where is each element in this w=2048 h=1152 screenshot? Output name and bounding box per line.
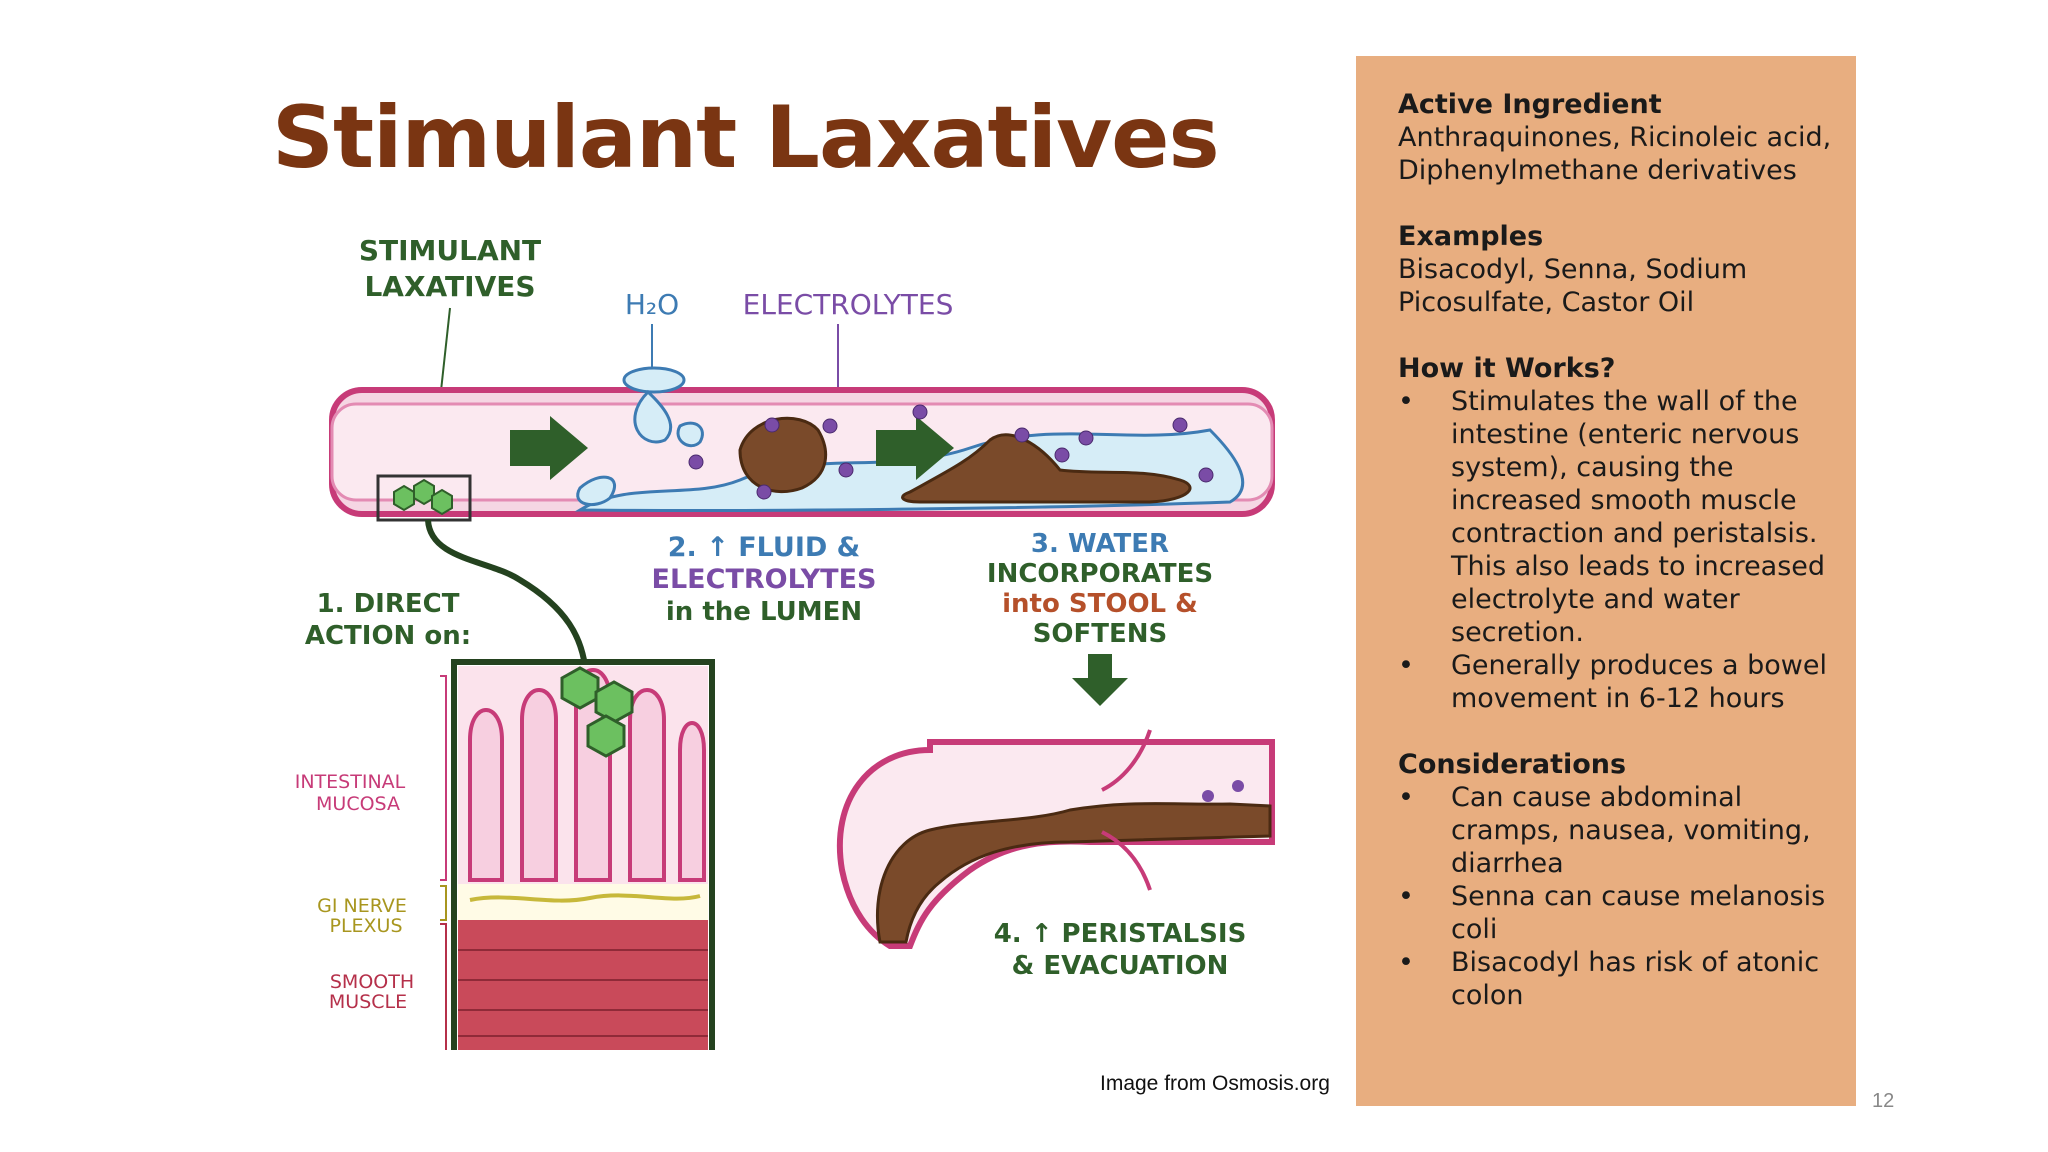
- drug-molecule-large: [560, 666, 634, 758]
- electrolyte-particle: [1232, 780, 1244, 792]
- electrolyte-particles: [688, 404, 1214, 500]
- intestine-tube: [329, 366, 1275, 522]
- step3-label-line4: SOFTENS: [1033, 619, 1168, 649]
- nerve-plexus-layer: [458, 884, 708, 920]
- electrolyte-particle: [1202, 790, 1214, 802]
- stool-evacuating: [875, 802, 1272, 944]
- zoom-box-small: [376, 474, 472, 522]
- water-droplet: [676, 421, 704, 448]
- smooth-muscle-layer: [458, 920, 708, 1050]
- step2-label-line2: ELECTROLYTES: [652, 564, 877, 595]
- examples-text: Bisacodyl, Senna, Sodium Picosulfate, Ca…: [1398, 254, 1748, 318]
- step3-label-line3: into STOOL &: [1002, 589, 1198, 619]
- label-nerve-line2: PLEXUS: [329, 915, 402, 937]
- drug-molecule-small: [393, 478, 453, 516]
- section-considerations: Considerations Can cause abdominal cramp…: [1398, 748, 1838, 1012]
- tissue-inset: [451, 659, 715, 1050]
- label-muscle-line2: MUSCLE: [329, 991, 407, 1013]
- water-droplet: [633, 389, 673, 444]
- section-active-ingredient: Active Ingredient Anthraquinones, Ricino…: [1398, 88, 1838, 187]
- list-item: Generally produces a bowel movement in 6…: [1398, 649, 1838, 715]
- step3-label-line1: 3. WATER: [1031, 529, 1169, 559]
- list-item: Stimulates the wall of the intestine (en…: [1398, 385, 1838, 649]
- image-credit: Image from Osmosis.org: [1100, 1072, 1330, 1095]
- label-stimulant-line2: LAXATIVES: [364, 270, 535, 303]
- laxative-diagram: STIMULANT LAXATIVES H₂O ELECTROLYTES: [295, 234, 1275, 1050]
- connector-curve: [425, 519, 587, 661]
- nerve-fibers: [469, 893, 701, 903]
- villi: [468, 668, 706, 882]
- slide-title: Stimulant Laxatives: [272, 88, 1220, 188]
- label-mucosa-line2: MUCOSA: [316, 793, 400, 815]
- considerations-list: Can cause abdominal cramps, nausea, vomi…: [1398, 781, 1838, 1012]
- section-examples: Examples Bisacodyl, Senna, Sodium Picosu…: [1398, 220, 1838, 319]
- step4-label-line2: & EVACUATION: [1012, 951, 1229, 981]
- step3-label-line2: INCORPORATES: [987, 559, 1213, 589]
- flow-arrow-1: [510, 416, 588, 480]
- step1-label-line2: ACTION on:: [305, 621, 471, 651]
- considerations-title: Considerations: [1398, 749, 1627, 780]
- label-stimulant-line1: STIMULANT: [359, 234, 541, 267]
- list-item: Senna can cause melanosis coli: [1398, 880, 1838, 946]
- label-nerve-line1: GI NERVE: [317, 895, 407, 917]
- label-mucosa-line1: INTESTINAL: [295, 771, 406, 793]
- down-arrow: [1072, 654, 1128, 706]
- step2-label-line1: 2. ↑ FLUID &: [668, 532, 860, 563]
- contraction-arrow-top: [1101, 729, 1152, 792]
- evacuation-intestine: [836, 729, 1275, 949]
- label-h2o: H₂O: [625, 288, 679, 321]
- active-ingredient-title: Active Ingredient: [1398, 89, 1662, 120]
- step4-label-line1: 4. ↑ PERISTALSIS: [994, 919, 1247, 949]
- step1-label-line1: 1. DIRECT: [317, 589, 460, 619]
- examples-title: Examples: [1398, 221, 1544, 252]
- flow-arrow-2: [876, 416, 954, 480]
- stool-hard: [738, 416, 827, 494]
- layer-brackets: [440, 675, 447, 1050]
- contraction-arrow-bottom: [1101, 830, 1152, 891]
- list-item: Bisacodyl has risk of atonic colon: [1398, 946, 1838, 1012]
- step2-label-line3: in the LUMEN: [666, 597, 862, 627]
- section-how-it-works: How it Works? Stimulates the wall of the…: [1398, 352, 1838, 715]
- active-ingredient-text: Anthraquinones, Ricinoleic acid, Dipheny…: [1398, 122, 1832, 186]
- label-muscle-line1: SMOOTH: [330, 971, 414, 993]
- water-droplet: [622, 366, 686, 394]
- page-number: 12: [1872, 1090, 1895, 1112]
- info-panel: Active Ingredient Anthraquinones, Ricino…: [1356, 56, 1856, 1106]
- how-it-works-list: Stimulates the wall of the intestine (en…: [1398, 385, 1838, 715]
- how-it-works-title: How it Works?: [1398, 353, 1616, 384]
- list-item: Can cause abdominal cramps, nausea, vomi…: [1398, 781, 1838, 880]
- stool-soft: [901, 433, 1192, 504]
- label-electrolytes: ELECTROLYTES: [743, 288, 954, 321]
- water-droplet: [576, 475, 617, 507]
